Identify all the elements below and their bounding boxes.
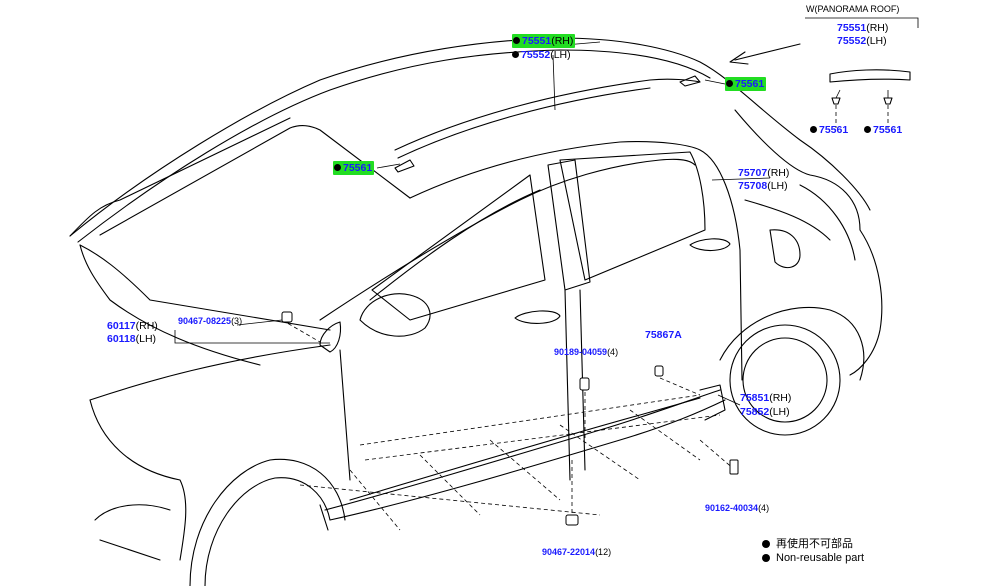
callout-75552-lh[interactable]: 75552(LH) bbox=[512, 49, 571, 61]
callout-pano-75561-a[interactable]: 75561 bbox=[810, 124, 848, 136]
non-reusable-dot-icon bbox=[726, 80, 733, 87]
non-reusable-dot-icon bbox=[762, 540, 770, 548]
callout-90467-22014[interactable]: 90467-22014(12) bbox=[542, 547, 612, 557]
callout-pano-75561-b[interactable]: 75561 bbox=[864, 124, 902, 136]
callout-75852-lh[interactable]: 75852(LH) bbox=[740, 406, 790, 418]
callout-75707-rh[interactable]: 75707(RH) bbox=[738, 167, 790, 179]
callout-75551-rh[interactable]: 75551(RH) bbox=[512, 34, 576, 48]
callout-pano-75552-lh[interactable]: 75552(LH) bbox=[837, 35, 887, 47]
callout-90189-04059[interactable]: 90189-04059(4) bbox=[554, 347, 619, 357]
callout-90162-40034[interactable]: 90162-40034(4) bbox=[705, 503, 770, 513]
legend-line-ja: 再使用不可部品 bbox=[762, 537, 864, 551]
non-reusable-dot-icon bbox=[810, 126, 817, 133]
legend: 再使用不可部品 Non-reusable part bbox=[762, 537, 864, 565]
callout-90467-08225[interactable]: 90467-08225(3) bbox=[178, 316, 243, 326]
callout-60118-lh[interactable]: 60118(LH) bbox=[107, 333, 157, 345]
callout-75867a[interactable]: 75867A bbox=[645, 329, 682, 341]
non-reusable-dot-icon bbox=[512, 51, 519, 58]
non-reusable-dot-icon bbox=[762, 554, 770, 562]
callout-75561-top[interactable]: 75561 bbox=[725, 77, 767, 91]
callout-75851-rh[interactable]: 75851(RH) bbox=[740, 392, 792, 404]
callout-75561-left[interactable]: 75561 bbox=[333, 161, 375, 175]
callout-pano-75551-rh[interactable]: 75551(RH) bbox=[837, 22, 889, 34]
callout-60117-rh[interactable]: 60117(RH) bbox=[107, 320, 158, 332]
legend-line-en: Non-reusable part bbox=[762, 551, 864, 565]
non-reusable-dot-icon bbox=[513, 37, 520, 44]
non-reusable-dot-icon bbox=[334, 164, 341, 171]
non-reusable-dot-icon bbox=[864, 126, 871, 133]
callout-75708-lh[interactable]: 75708(LH) bbox=[738, 180, 788, 192]
panorama-roof-header: W(PANORAMA ROOF) bbox=[806, 4, 900, 14]
